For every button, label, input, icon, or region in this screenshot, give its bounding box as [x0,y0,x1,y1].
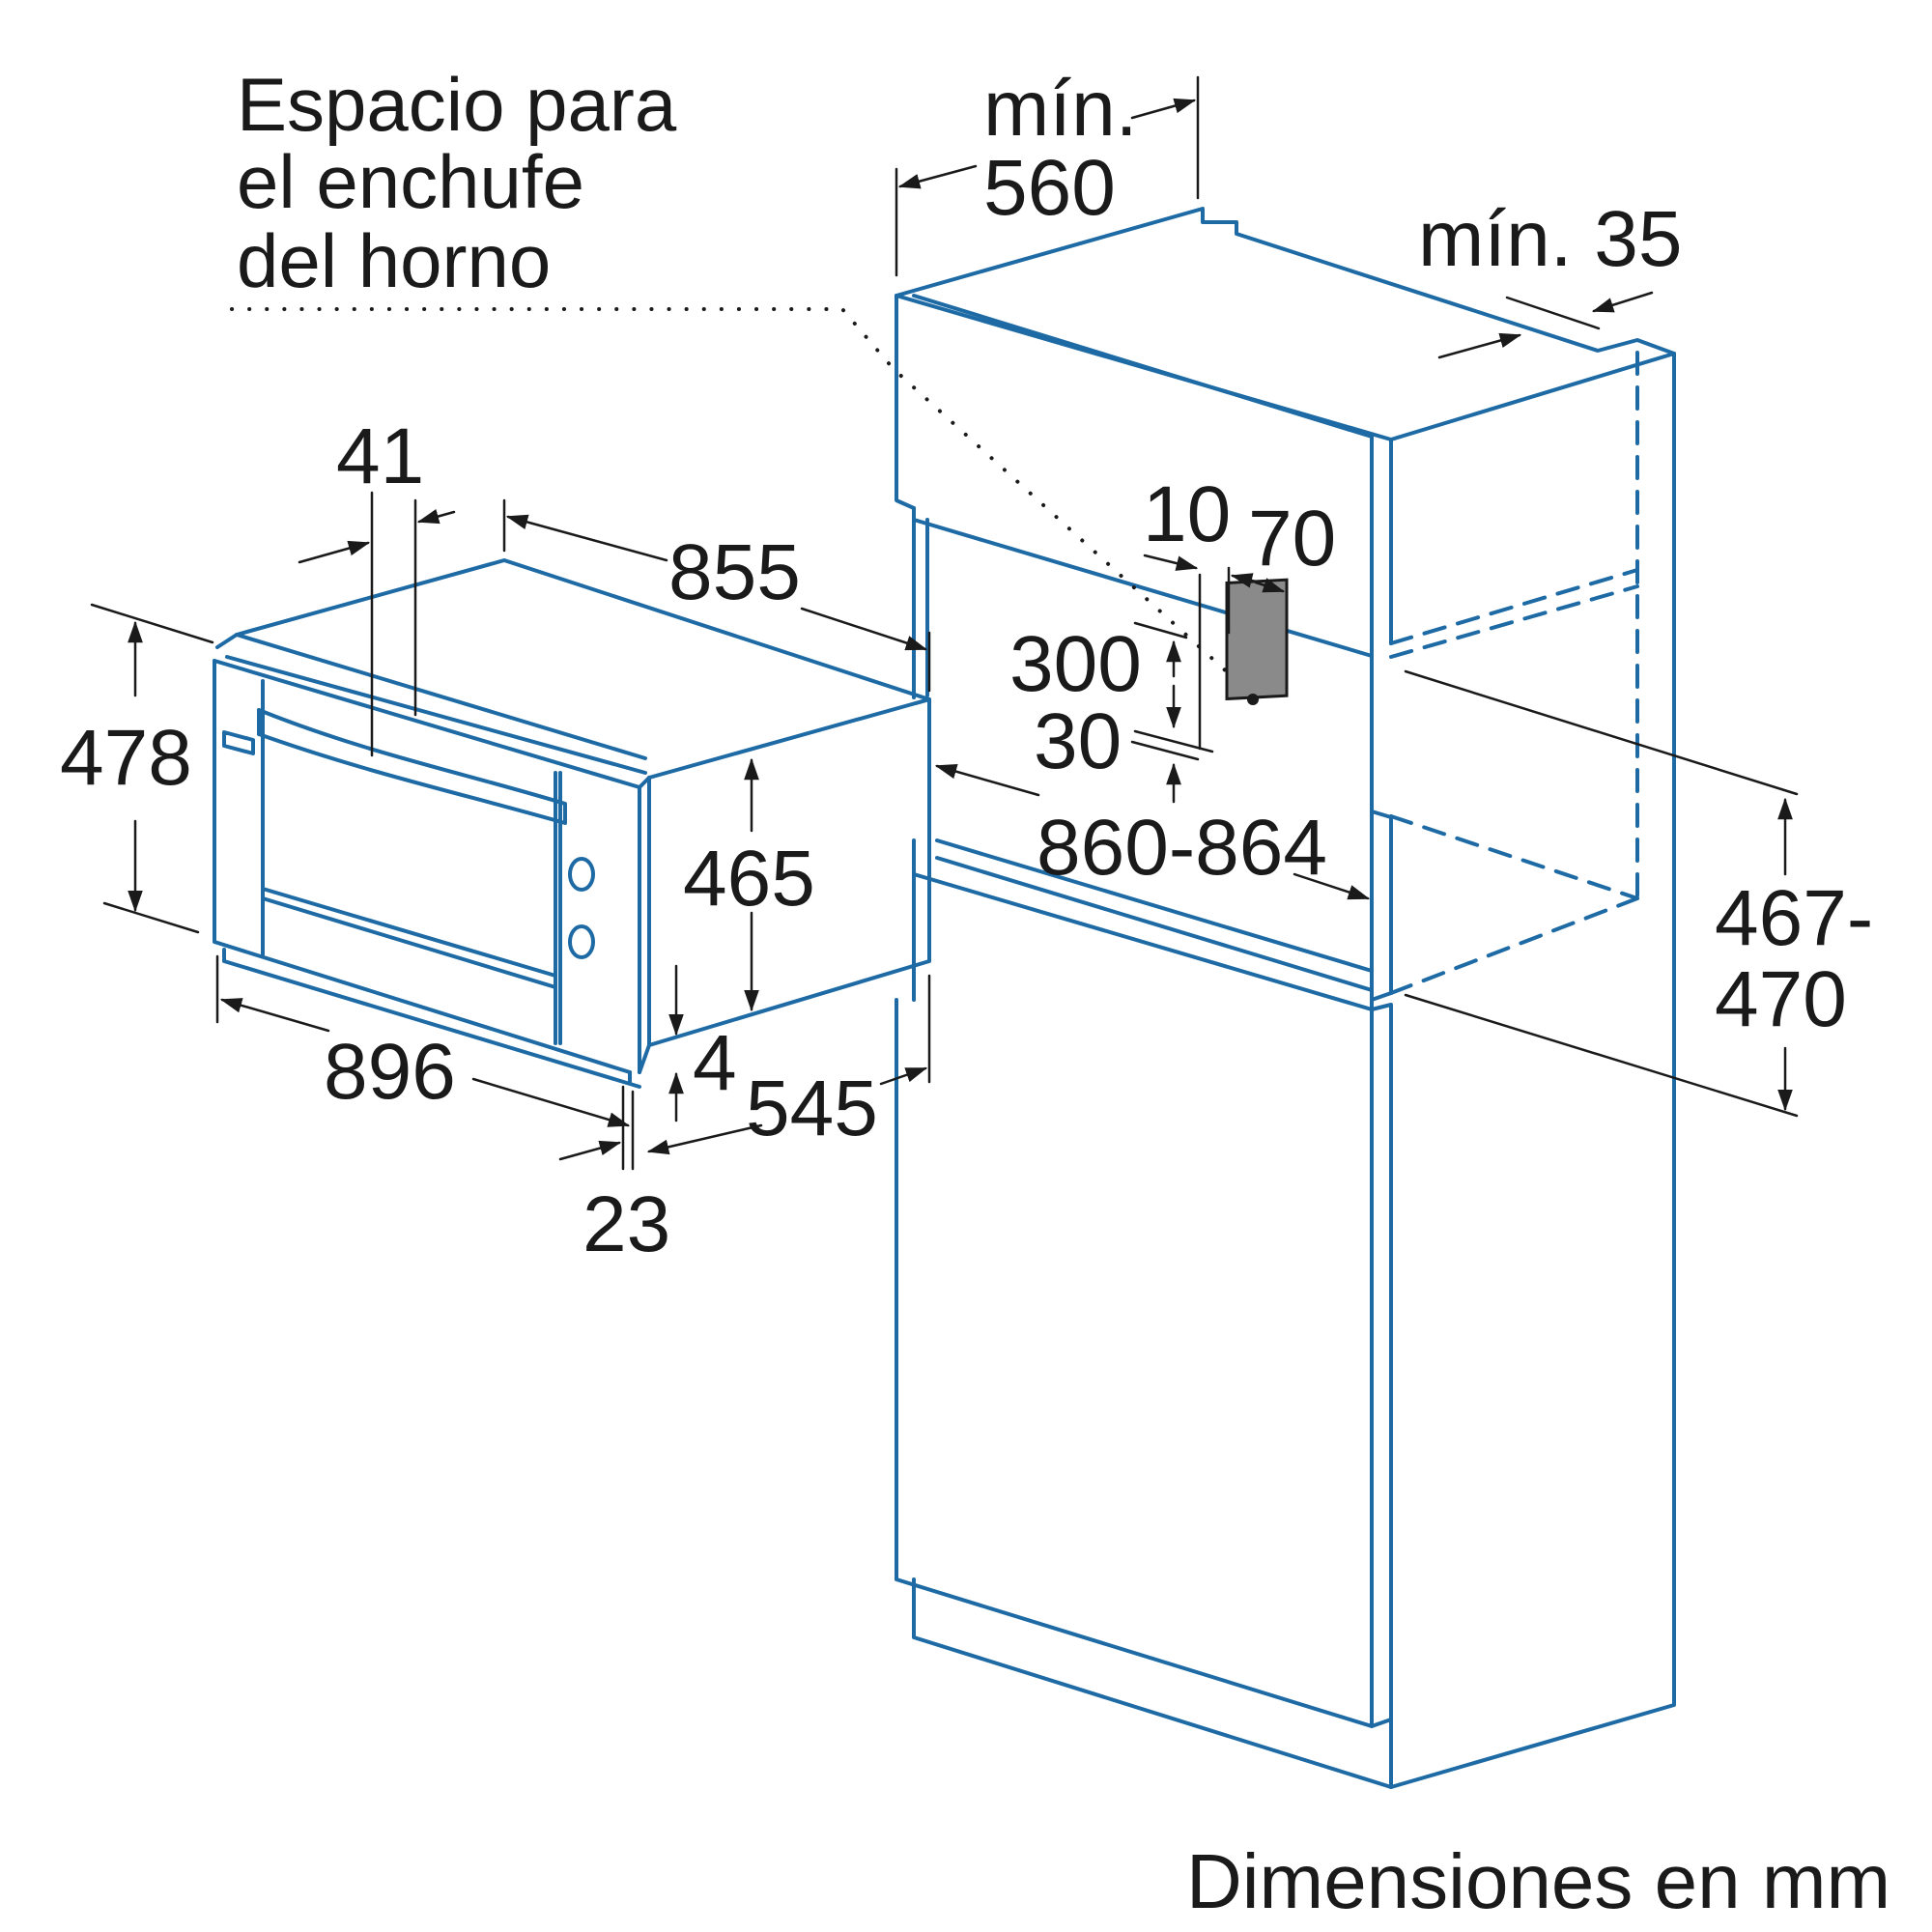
dim-min-560-word: mín. [983,65,1137,153]
units-caption: Dimensiones en mm [1186,1838,1890,1924]
dim-300: 300 [1009,620,1142,708]
dimension-labels: mín. 560 mín. 35 41 855 478 465 896 4 54… [60,65,1873,1268]
dim-70: 70 [1248,495,1336,582]
socket-point [1247,694,1259,705]
socket-box [1225,578,1289,701]
dim-41: 41 [336,412,424,500]
dim-896: 896 [324,1028,456,1116]
dim-10: 10 [1143,470,1231,558]
dim-4: 4 [693,1019,737,1107]
dim-860-864: 860-864 [1037,804,1327,892]
socket-note-line2: el enchufe [237,139,584,224]
cabinet-hidden-edges [1389,351,1639,995]
dimension-lines [90,75,1799,1171]
dim-545: 545 [746,1065,878,1152]
dim-478: 478 [60,714,192,802]
dim-465: 465 [683,835,815,923]
dim-855: 855 [668,528,801,616]
dim-30: 30 [1034,697,1122,785]
dim-23: 23 [582,1180,670,1268]
socket-note: Espacio para el enchufe del horno [237,62,677,303]
socket-note-line1: Espacio para [237,62,677,147]
cabinet-outline [895,207,1676,1789]
dim-min-35: mín. 35 [1418,195,1682,283]
dim-467-470-top: 467- [1715,874,1873,962]
oven-outline [213,558,931,1089]
socket-note-line3: del horno [237,218,551,303]
dim-467-470-bottom: 470 [1715,955,1847,1043]
dim-min-560-value: 560 [983,144,1116,232]
